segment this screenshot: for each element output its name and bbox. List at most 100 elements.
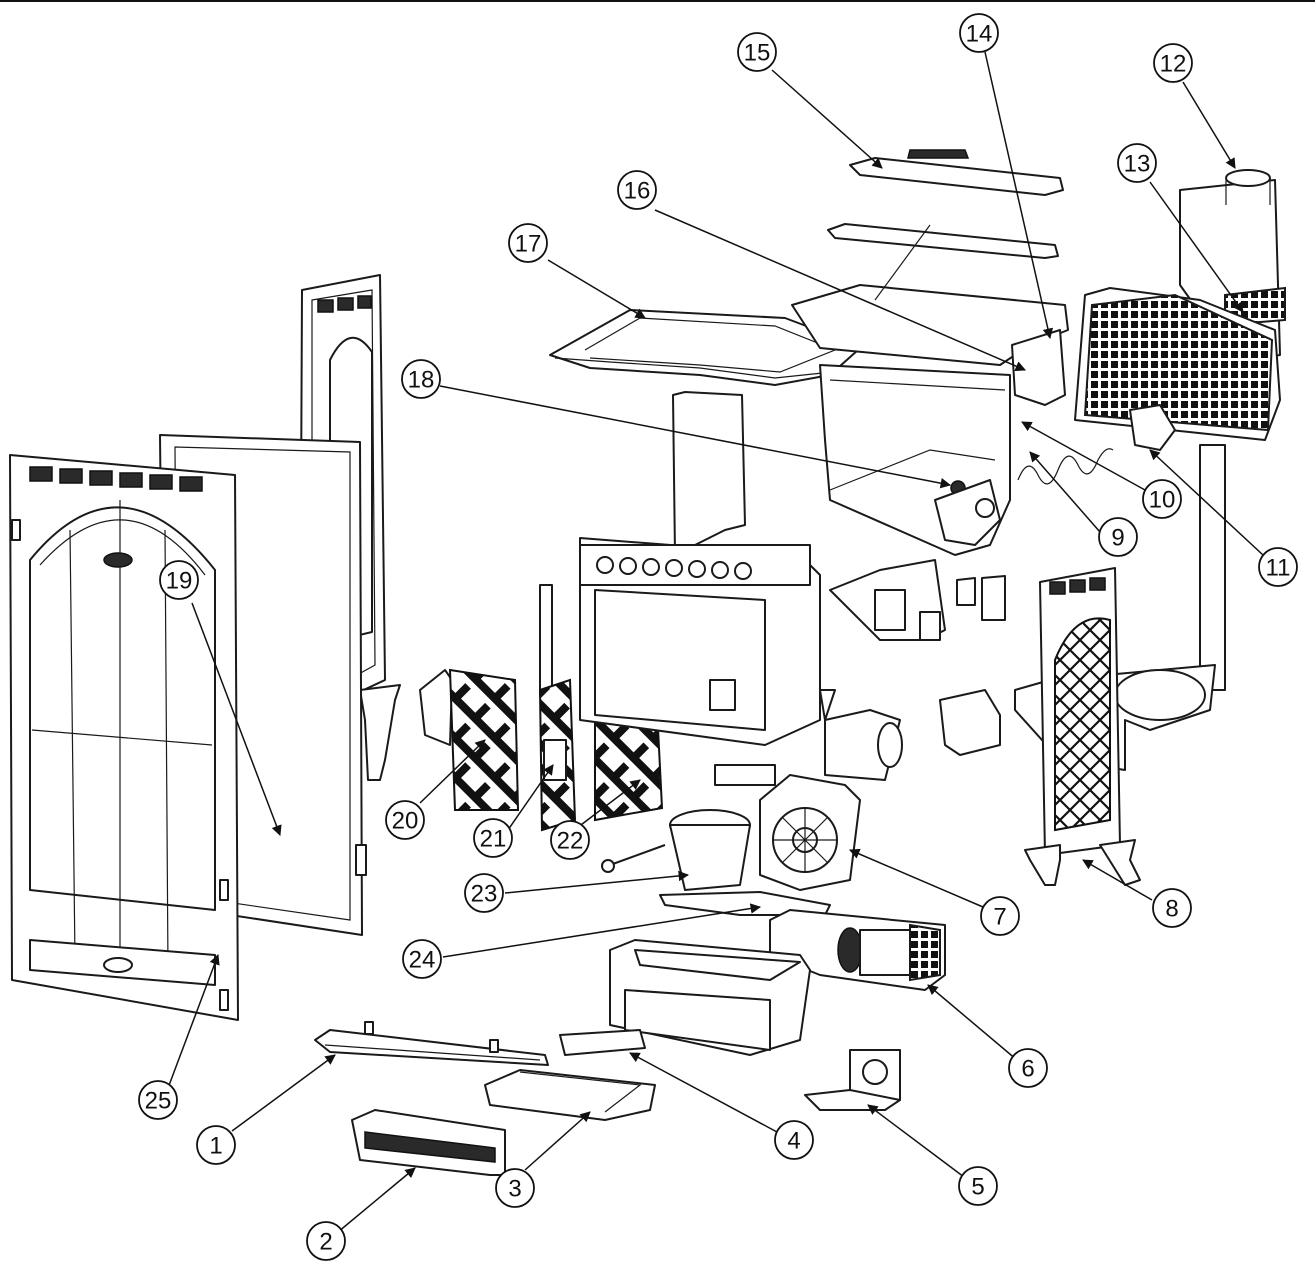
callout-14-label: 14 — [966, 21, 993, 48]
leader-3 — [524, 1111, 591, 1171]
callout-17: 17 — [508, 223, 548, 263]
callout-4: 4 — [774, 1120, 814, 1160]
leader-14 — [984, 51, 1054, 340]
leader-21 — [507, 764, 554, 831]
part-lower-chassis — [609, 939, 811, 1056]
callout-23-label: 23 — [471, 881, 498, 908]
callout-18-label: 18 — [408, 367, 435, 394]
leader-23 — [504, 870, 690, 894]
part-firebrick-back — [538, 584, 577, 832]
part-blower-bracket — [804, 1049, 901, 1111]
part-front-door — [9, 454, 239, 1021]
part-right-side-panel — [1024, 567, 1141, 886]
door-top-panels — [29, 466, 203, 492]
callout-22-label: 22 — [557, 828, 584, 855]
part-trim-bar — [314, 1021, 549, 1066]
leader-24 — [442, 903, 762, 958]
callout-5-label: 5 — [971, 1174, 984, 1201]
leader-9 — [1029, 451, 1101, 533]
callout-18: 18 — [401, 359, 441, 399]
firebox-vent-holes — [596, 556, 752, 580]
callout-24-label: 24 — [409, 947, 436, 974]
part-burn-pot — [601, 809, 751, 891]
callout-3: 3 — [495, 1168, 535, 1208]
part-ash-lip-grille — [351, 1109, 506, 1176]
callout-15: 15 — [737, 32, 777, 72]
callout-8-label: 8 — [1165, 896, 1178, 923]
leader-7 — [849, 848, 984, 908]
part-air-intake-tube — [824, 709, 903, 781]
leader-17 — [547, 259, 646, 319]
callout-7: 7 — [980, 896, 1020, 936]
leader-19 — [191, 602, 282, 836]
leader-16 — [654, 209, 1026, 372]
part-bottom-plate — [559, 1029, 646, 1056]
part-igniter — [1017, 448, 1114, 485]
callout-9: 9 — [1098, 517, 1138, 557]
callout-9-label: 9 — [1111, 525, 1124, 552]
callout-12-label: 12 — [1160, 51, 1187, 78]
callout-1: 1 — [196, 1125, 236, 1165]
callout-25-label: 25 — [145, 1088, 172, 1115]
part-combustion-blower — [759, 774, 861, 891]
leader-22 — [572, 779, 641, 832]
callout-16: 16 — [617, 170, 657, 210]
callout-2-label: 2 — [319, 1229, 332, 1256]
part-top-casting — [549, 309, 859, 386]
callout-20: 20 — [385, 800, 425, 840]
callout-3-label: 3 — [508, 1176, 521, 1203]
part-upper-body — [791, 224, 1069, 556]
callout-23: 23 — [464, 873, 504, 913]
callout-4-label: 4 — [787, 1128, 800, 1155]
part-ash-pan — [484, 1069, 656, 1121]
leader-5 — [867, 1104, 969, 1181]
leader-8 — [1082, 859, 1153, 901]
callout-7-label: 7 — [993, 904, 1006, 931]
leader-6 — [927, 984, 1018, 1061]
leader-20 — [419, 739, 486, 804]
callout-6: 6 — [1008, 1048, 1048, 1088]
leader-10 — [1021, 421, 1146, 491]
leader-18 — [439, 385, 952, 489]
part-brackets — [714, 575, 1006, 786]
part-convection-blower — [769, 909, 946, 991]
callout-13: 13 — [1117, 143, 1157, 183]
leader-13 — [1149, 181, 1244, 313]
callout-15-label: 15 — [744, 40, 771, 67]
callout-14: 14 — [959, 13, 999, 53]
callout-24: 24 — [402, 939, 442, 979]
callout-22: 22 — [550, 820, 590, 860]
callout-5: 5 — [958, 1166, 998, 1206]
callout-19: 19 — [159, 560, 199, 600]
callout-12: 12 — [1153, 43, 1193, 83]
callout-11: 11 — [1258, 547, 1298, 587]
leader-1 — [231, 1054, 336, 1132]
callout-16-label: 16 — [624, 178, 651, 205]
callout-13-label: 13 — [1124, 151, 1151, 178]
callout-17-label: 17 — [515, 231, 542, 258]
leader-lines — [167, 51, 1264, 1233]
callout-20-label: 20 — [392, 808, 419, 835]
part-heat-exchanger-grille — [1074, 287, 1281, 691]
callout-25: 25 — [138, 1080, 178, 1120]
callout-10-label: 10 — [1149, 487, 1176, 514]
callout-19-label: 19 — [166, 568, 193, 595]
leader-2 — [337, 1167, 416, 1233]
callout-1-label: 1 — [209, 1133, 222, 1160]
callout-8: 8 — [1152, 888, 1192, 928]
callout-21-label: 21 — [480, 826, 507, 853]
leader-25 — [167, 954, 220, 1089]
callout-10: 10 — [1142, 479, 1182, 519]
leader-11 — [1149, 449, 1264, 556]
part-firebox — [579, 537, 836, 746]
leader-15 — [771, 69, 883, 169]
leader-4 — [629, 1052, 778, 1133]
part-vertical-panel — [672, 391, 746, 556]
part-burn-pot-holder — [829, 559, 946, 641]
callout-6-label: 6 — [1021, 1056, 1034, 1083]
callout-2: 2 — [306, 1221, 346, 1261]
callout-21: 21 — [473, 818, 513, 858]
callout-11-label: 11 — [1266, 555, 1291, 582]
leader-12 — [1182, 81, 1236, 169]
